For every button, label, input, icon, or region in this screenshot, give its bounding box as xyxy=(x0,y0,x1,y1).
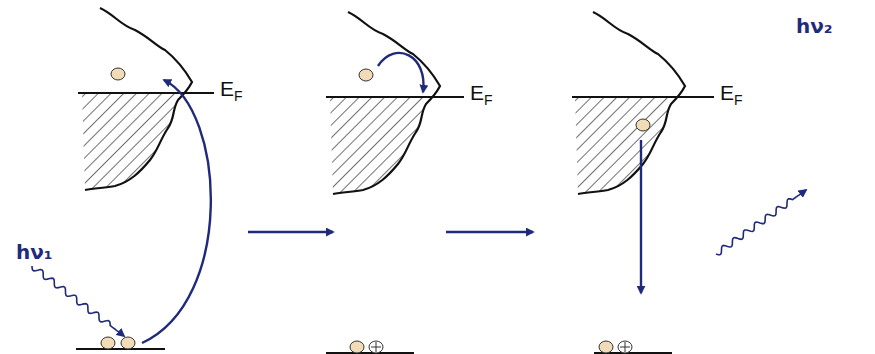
fermi-level-label: EF xyxy=(470,82,493,107)
panel-2 xyxy=(326,12,464,353)
fermi-level-label: EF xyxy=(720,82,743,107)
panel-1 xyxy=(32,8,214,349)
photon-energy-label: hν₂ xyxy=(796,16,833,36)
fermi-level-label: EF xyxy=(220,78,243,103)
photon-energy-label: hν₁ xyxy=(16,242,53,262)
panel-3 xyxy=(572,12,806,353)
